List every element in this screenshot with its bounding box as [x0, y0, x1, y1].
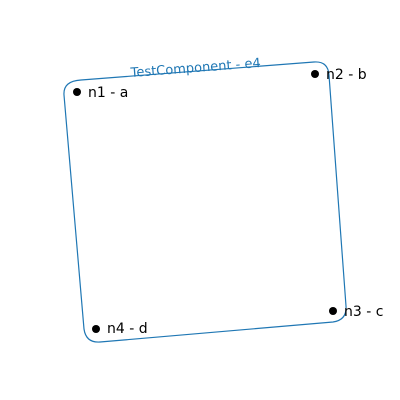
node-label: n2 - b	[326, 67, 367, 83]
node-label: n4 - d	[107, 321, 148, 337]
node-marker	[92, 325, 100, 333]
node-marker	[329, 307, 337, 315]
node-n4[interactable]: n4 - d	[92, 321, 148, 337]
node-n1[interactable]: n1 - a	[73, 85, 128, 101]
node-marker	[73, 88, 81, 96]
component-boundary[interactable]	[63, 61, 347, 343]
node-n3[interactable]: n3 - c	[329, 304, 383, 320]
node-marker	[311, 70, 319, 78]
node-n2[interactable]: n2 - b	[311, 67, 367, 83]
node-label: n1 - a	[88, 85, 128, 101]
node-label: n3 - c	[344, 304, 383, 320]
